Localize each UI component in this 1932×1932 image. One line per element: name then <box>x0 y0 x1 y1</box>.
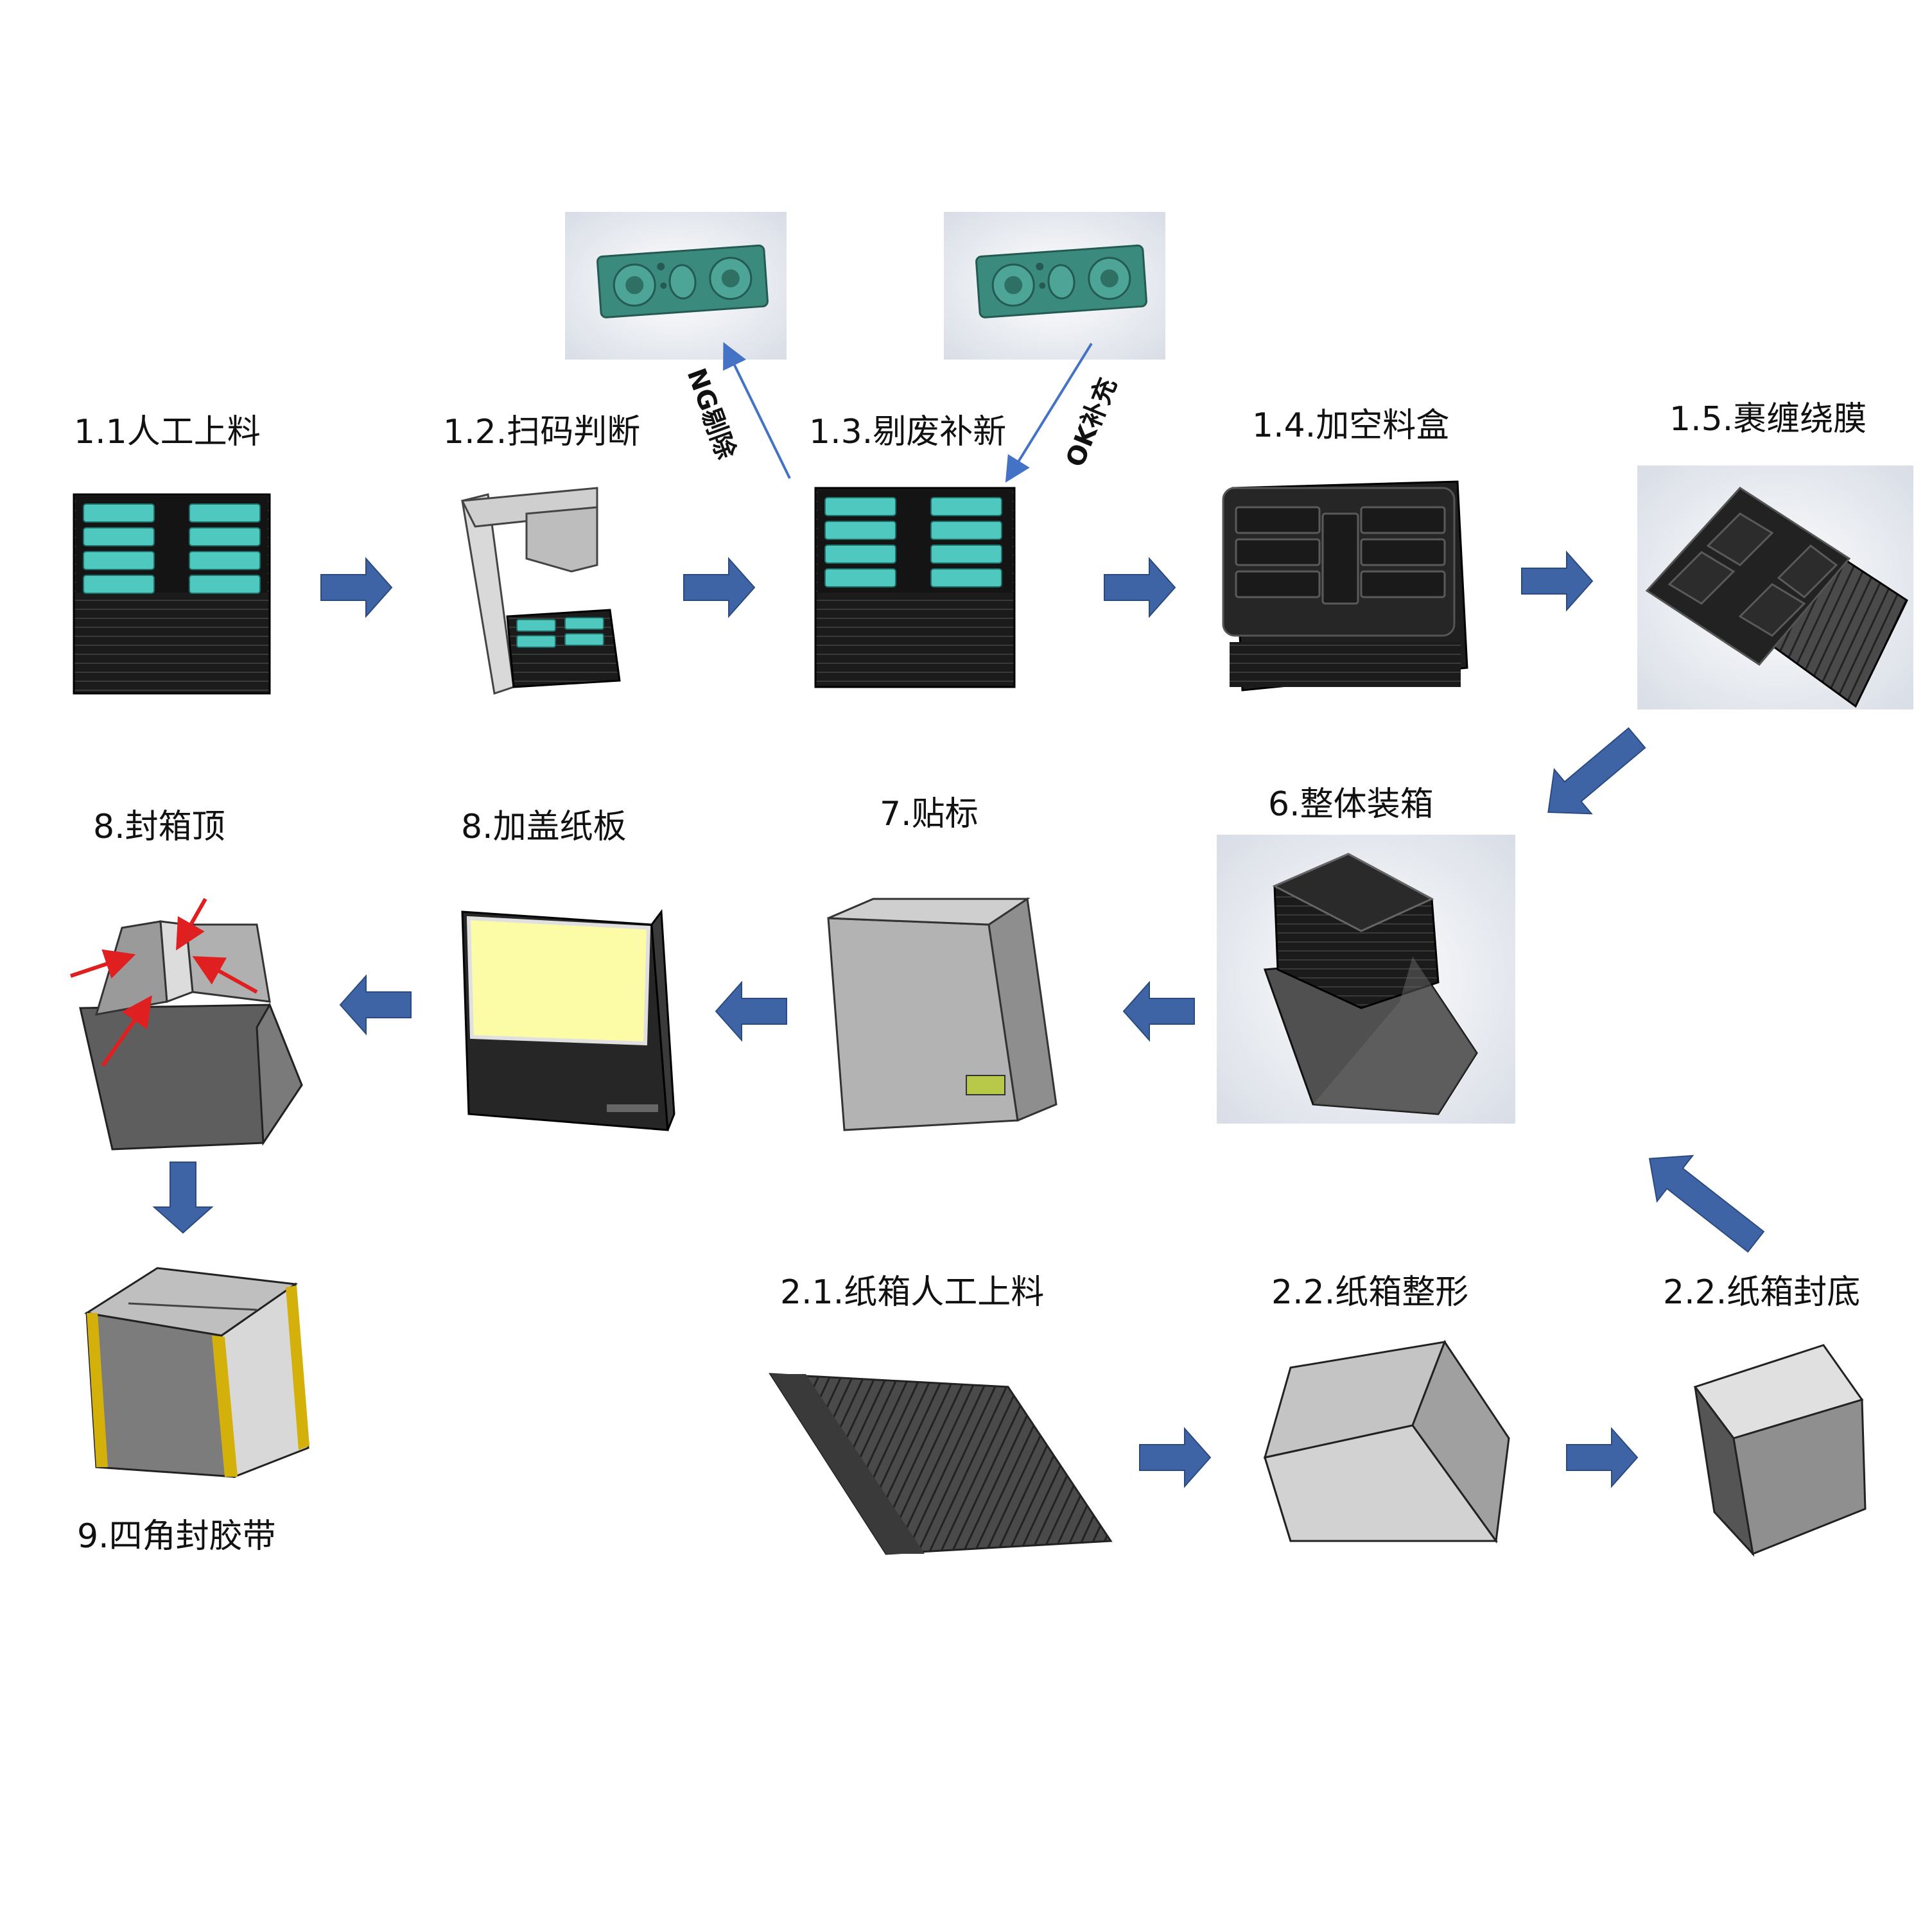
flat-carton-stack-2-1 <box>769 1373 1113 1555</box>
carton-label-sticker <box>966 1075 1005 1095</box>
ng-reject-arrow <box>723 342 791 479</box>
barcode-scanner-station-1-2 <box>460 487 621 695</box>
flow-arrow-1-2-to-1-3 <box>683 557 756 618</box>
label-step-1-4: 1.4.加空料盒 <box>1252 406 1449 445</box>
ng-part-image <box>565 212 787 360</box>
taped-carton-9 <box>83 1267 309 1479</box>
label-step-7: 7.贴标 <box>880 795 979 833</box>
tray-stack-replenished-1-3 <box>814 487 1016 688</box>
bottom-sealed-carton-2-2 <box>1693 1344 1867 1557</box>
flow-arrow-1-4-to-1-5 <box>1521 550 1594 612</box>
carton-with-lid-board-8 <box>461 909 675 1131</box>
flow-arrow-2-2-to-6 <box>1648 1154 1765 1253</box>
labeled-carton-7 <box>827 897 1057 1131</box>
flow-arrow-8-to-8 <box>339 974 412 1036</box>
label-step-6: 6.整体装箱 <box>1268 785 1434 824</box>
label-step-2-2-bottom: 2.2.纸箱封底 <box>1663 1273 1860 1312</box>
flow-arrow-1-3-to-1-4 <box>1104 557 1176 618</box>
flow-arrow-1-1-to-1-2 <box>320 557 393 618</box>
label-step-1-5: 1.5.裹缠绕膜 <box>1669 400 1867 439</box>
flow-arrow-6-to-7 <box>1122 980 1195 1042</box>
ok-replenish-arrow <box>1005 342 1093 483</box>
overall-boxing-6 <box>1217 835 1515 1124</box>
film-wrapped-stack-1-5 <box>1637 466 1913 709</box>
label-step-1-2: 1.2.扫码判断 <box>443 413 640 451</box>
carton-top-sealing-8 <box>70 898 303 1151</box>
red-arrow-3 <box>192 956 258 994</box>
flow-arrow-1-5-to-6 <box>1547 727 1646 815</box>
ok-part-image <box>944 212 1165 360</box>
flow-arrow-7-to-8 <box>715 980 787 1042</box>
shaped-carton-2-2 <box>1263 1339 1510 1544</box>
empty-tray-stack-1-4 <box>1222 480 1468 692</box>
label-step-2-2-shape: 2.2.纸箱整形 <box>1271 1273 1468 1312</box>
tray-stack-loaded-1-1 <box>73 493 271 695</box>
label-step-9: 9.四角封胶带 <box>77 1517 276 1556</box>
label-step-2-1: 2.1.纸箱人工上料 <box>780 1273 1044 1312</box>
red-arrow-4 <box>101 995 152 1067</box>
label-step-8-lid: 8.加盖纸板 <box>461 808 627 846</box>
flow-arrow-8-to-9 <box>152 1162 214 1234</box>
label-step-1-3: 1.3.剔废补新 <box>809 413 1006 451</box>
label-step-1-1: 1.1人工上料 <box>74 413 261 451</box>
red-arrow-2 <box>176 898 207 951</box>
flow-arrow-2-2-to-2-2 <box>1566 1427 1639 1488</box>
flow-arrow-2-1-to-2-2 <box>1139 1427 1212 1488</box>
red-arrow-1 <box>70 949 136 979</box>
label-step-8-seal-top: 8.封箱顶 <box>93 808 225 846</box>
label-ok-replenish: OK补充 <box>1061 374 1123 471</box>
label-ng-reject: NG剔除 <box>681 365 742 464</box>
